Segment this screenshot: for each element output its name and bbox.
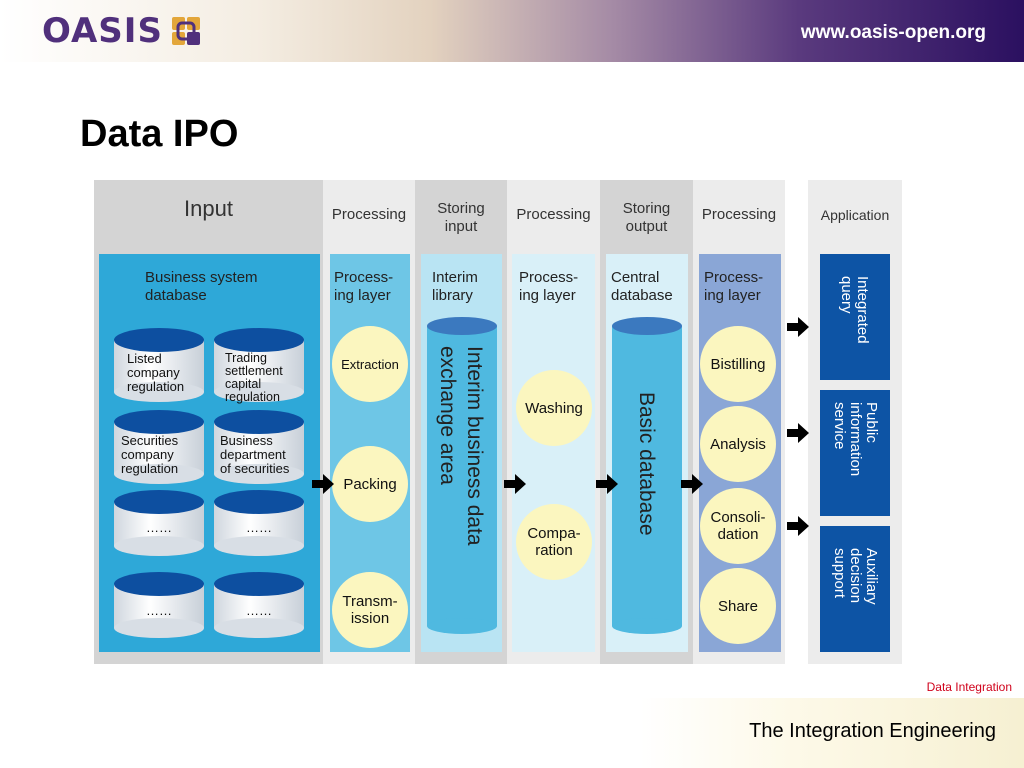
arrow-right-icon (504, 474, 526, 494)
storing-output-panel-label: Central database (611, 269, 673, 304)
database-cylinder-icon (114, 328, 204, 402)
column-header-processing-2: Processing (516, 206, 591, 223)
header-banner (0, 0, 1024, 62)
basic-database-label: Basic database (635, 392, 658, 536)
app-public-information-service-label: Public information service (831, 402, 880, 477)
interim-store-label: Interim business data exchange area (436, 346, 486, 546)
step-analysis: Analysis (700, 406, 776, 482)
app-integrated-query-label: Integrated query (838, 276, 871, 344)
database-label: Securities company regulation (121, 433, 179, 476)
database-label: …… (246, 603, 272, 618)
database-cylinder-icon (214, 572, 304, 638)
processing-panel-2-label: Process- ing layer (519, 269, 579, 304)
processing-panel-3-label: Process- ing layer (704, 269, 764, 304)
database-cylinder-icon (214, 490, 304, 556)
step-comparation: Compa- ration (516, 504, 592, 580)
footer-tag: Data Integration (926, 680, 1012, 694)
database-cylinder-icon (214, 328, 304, 402)
app-auxiliary-decision-support-label: Auxiliary decision support (831, 548, 880, 605)
arrow-right-icon (787, 423, 809, 443)
arrow-right-icon (596, 474, 618, 494)
database-label: …… (146, 603, 172, 618)
arrow-right-icon (681, 474, 703, 494)
database-label: …… (246, 520, 272, 535)
footer-title: The Integration Engineering (749, 720, 996, 742)
processing-panel-2 (512, 254, 595, 652)
column-header-processing-1: Processing (331, 206, 407, 223)
data-ipo-diagram: Input Processing Storing input Processin… (94, 180, 902, 664)
step-washing: Washing (516, 370, 592, 446)
column-header-storing-output: Storing output (622, 200, 671, 235)
database-label: Trading settlement capital regulation (225, 351, 283, 404)
database-cylinder-icon (114, 490, 204, 556)
app-integrated-query (820, 254, 890, 380)
arrow-right-icon (787, 317, 809, 337)
arrow-right-icon (312, 474, 334, 494)
app-public-information-service (820, 390, 890, 516)
input-databases (114, 328, 304, 638)
step-share: Share (700, 568, 776, 644)
processing-panel-1-label: Process- ing layer (334, 269, 394, 304)
step-consolidation: Consoli- dation (700, 488, 776, 564)
database-cylinder-icon (114, 572, 204, 638)
interim-cylinder-icon (427, 317, 497, 634)
column-header-storing-input: Storing input (437, 200, 485, 235)
oasis-logo-icon (171, 17, 200, 45)
app-auxiliary-decision-support (820, 526, 890, 652)
column-header-input: Input (184, 196, 233, 221)
site-url[interactable]: www.oasis-open.org (800, 22, 986, 43)
step-packing: Packing (332, 446, 408, 522)
arrow-right-icon (787, 516, 809, 536)
column-header-application: Application (820, 207, 890, 223)
database-label: Business department of securities (220, 433, 290, 476)
database-label: Listed company regulation (127, 351, 185, 394)
oasis-logo[interactable]: OASIS (42, 11, 201, 51)
database-cylinder-icon (114, 410, 204, 484)
database-cylinder-icon (214, 410, 304, 484)
basic-database-cylinder-icon (612, 317, 682, 634)
column-header-processing-3: Processing (701, 206, 777, 223)
step-bistilling: Bistilling (700, 326, 776, 402)
database-label: …… (146, 520, 172, 535)
footer-bar (640, 698, 1024, 768)
step-transmission: Transm- ission (332, 572, 408, 648)
storing-input-panel-label: Interim library (432, 269, 478, 304)
slide-title: Data IPO (80, 113, 239, 155)
input-panel-label: Business system database (145, 269, 258, 304)
step-extraction: Extraction (332, 326, 408, 402)
logo-text: OASIS (42, 11, 163, 51)
